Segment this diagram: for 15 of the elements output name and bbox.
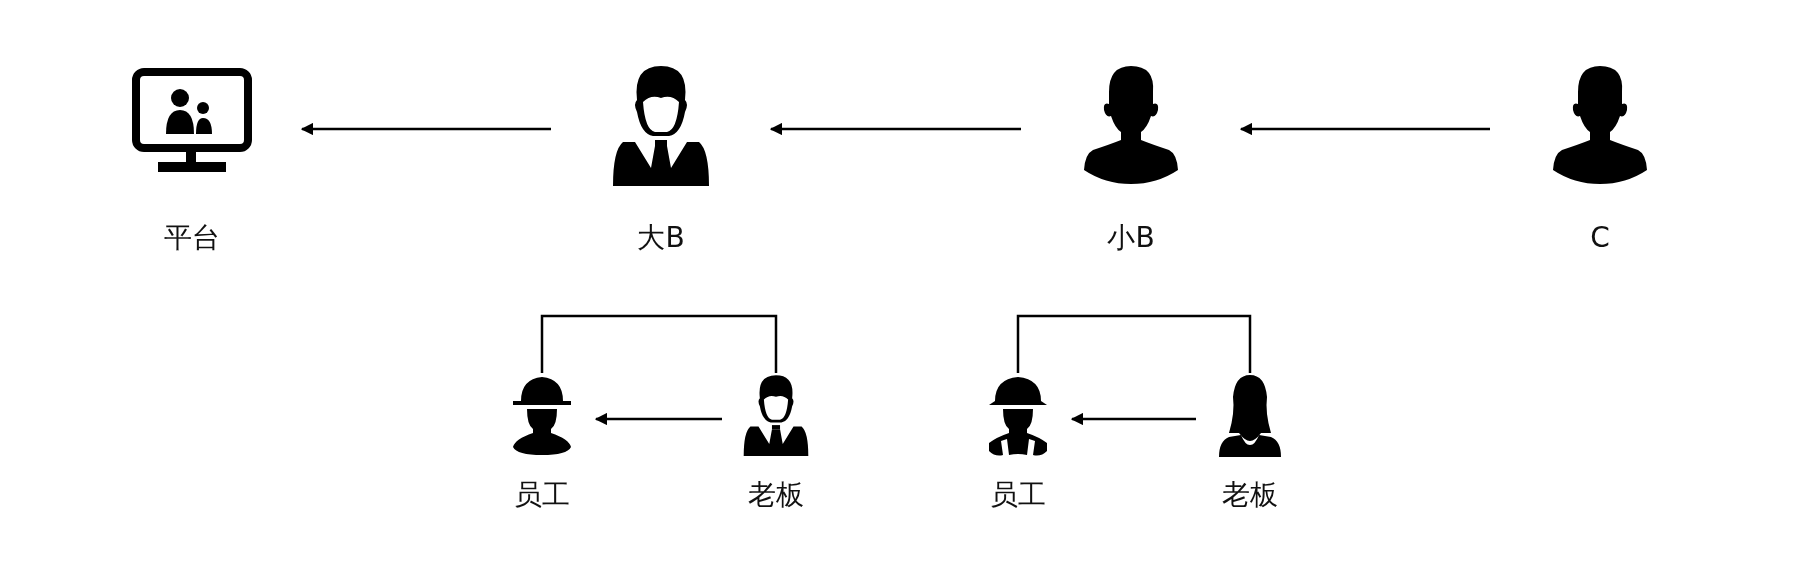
node-label: C — [1589, 222, 1611, 254]
node-label: 员工 — [989, 479, 1047, 511]
node-label: 平台 — [163, 222, 221, 254]
node-label: 老板 — [747, 479, 805, 511]
connector-line — [540, 314, 778, 373]
node-label: 大B — [636, 222, 686, 254]
arrow — [769, 122, 1021, 136]
node-label: 员工 — [513, 479, 571, 511]
node-label: 老板 — [1221, 479, 1279, 511]
arrow — [300, 122, 551, 136]
arrow — [1239, 122, 1490, 136]
arrow — [1070, 412, 1196, 426]
arrow — [594, 412, 722, 426]
connector-line — [1016, 314, 1252, 373]
node-label: 小B — [1106, 222, 1156, 254]
